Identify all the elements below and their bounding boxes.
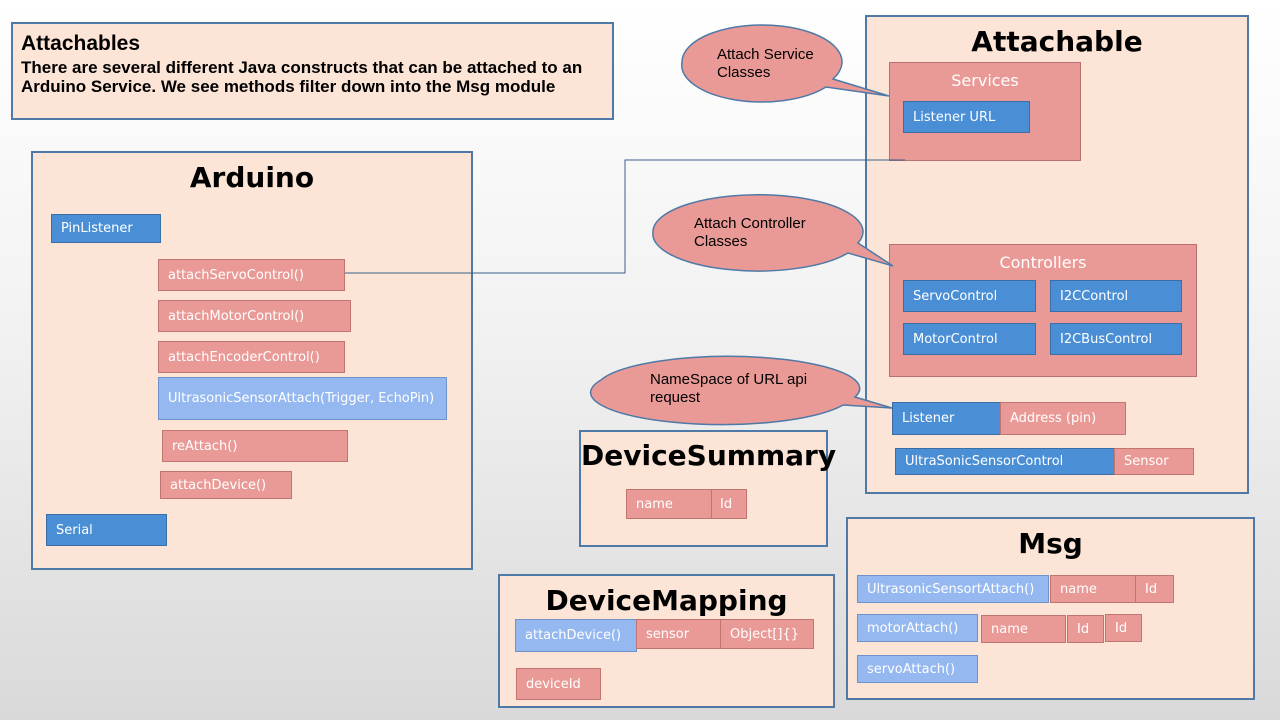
servo-control-box[interactable]: ServoControl bbox=[903, 280, 1036, 312]
address-pin-box[interactable]: Address (pin) bbox=[1000, 402, 1126, 435]
header-description: There are several different Java constru… bbox=[21, 58, 583, 96]
device-mapping-attach-device-box[interactable]: attachDevice() bbox=[515, 619, 637, 652]
msg-title: Msg bbox=[1018, 527, 1083, 560]
device-summary-id-box[interactable]: Id bbox=[711, 489, 747, 519]
i2c-control-box[interactable]: I2CControl bbox=[1050, 280, 1182, 312]
ultrasonic-sensort-attach-box[interactable]: UltrasonicSensortAttach() bbox=[857, 575, 1049, 603]
callout-controller-bubble bbox=[652, 193, 894, 272]
attach-encoder-control-box[interactable]: attachEncoderControl() bbox=[158, 341, 345, 373]
controllers-title: Controllers bbox=[999, 253, 1087, 272]
msg-ultrasonic-id-box[interactable]: Id bbox=[1135, 575, 1174, 603]
ultrasonic-sensor-attach-box[interactable]: UltrasonicSensorAttach(Trigger, EchoPin) bbox=[158, 377, 447, 420]
header-panel: Attachables There are several different … bbox=[11, 22, 614, 120]
device-summary-panel: DeviceSummary bbox=[579, 430, 837, 547]
device-id-box[interactable]: deviceId bbox=[516, 668, 601, 700]
callout-namespace-bubble bbox=[589, 355, 893, 426]
attach-servo-control-box[interactable]: attachServoControl() bbox=[158, 259, 345, 291]
callout-controller-text: Attach Controller Classes bbox=[694, 215, 806, 250]
motor-control-box[interactable]: MotorControl bbox=[903, 323, 1036, 355]
pin-listener-box[interactable]: PinListener bbox=[51, 214, 161, 243]
i2c-bus-control-box[interactable]: I2CBusControl bbox=[1050, 323, 1182, 355]
msg-motor-name-box[interactable]: name bbox=[981, 615, 1066, 643]
device-summary-name-box[interactable]: name bbox=[626, 489, 712, 519]
attachable-title: Attachable bbox=[971, 25, 1143, 58]
msg-motor-id2-box[interactable]: Id bbox=[1105, 614, 1142, 642]
device-summary-title: DeviceSummary bbox=[581, 439, 837, 472]
arduino-title: Arduino bbox=[189, 161, 315, 194]
attach-motor-control-box[interactable]: attachMotorControl() bbox=[158, 300, 351, 332]
header-title: Attachables bbox=[21, 32, 141, 55]
callout-service-bubble bbox=[681, 24, 890, 103]
services-title: Services bbox=[951, 71, 1019, 90]
listener-url-box[interactable]: Listener URL bbox=[903, 101, 1030, 133]
ultrasonic-sensor-control-box[interactable]: UltraSonicSensorControl bbox=[895, 448, 1115, 475]
serial-box[interactable]: Serial bbox=[46, 514, 167, 546]
sensor-box[interactable]: Sensor bbox=[1114, 448, 1194, 475]
callout-service-text: Attach Service Classes bbox=[717, 46, 814, 81]
motor-attach-box[interactable]: motorAttach() bbox=[857, 614, 978, 642]
listener-box[interactable]: Listener bbox=[892, 402, 1001, 435]
device-mapping-object-box[interactable]: Object[]{} bbox=[720, 619, 814, 649]
device-mapping-title: DeviceMapping bbox=[545, 584, 788, 617]
callout-namespace-text: NameSpace of URL api request bbox=[650, 371, 808, 406]
attach-device-box[interactable]: attachDevice() bbox=[160, 471, 292, 499]
servo-attach-box[interactable]: servoAttach() bbox=[857, 655, 978, 683]
re-attach-box[interactable]: reAttach() bbox=[162, 430, 348, 462]
servo-to-services-connector bbox=[345, 159, 905, 274]
msg-ultrasonic-name-box[interactable]: name bbox=[1050, 575, 1136, 603]
msg-motor-id1-box[interactable]: Id bbox=[1067, 615, 1104, 643]
